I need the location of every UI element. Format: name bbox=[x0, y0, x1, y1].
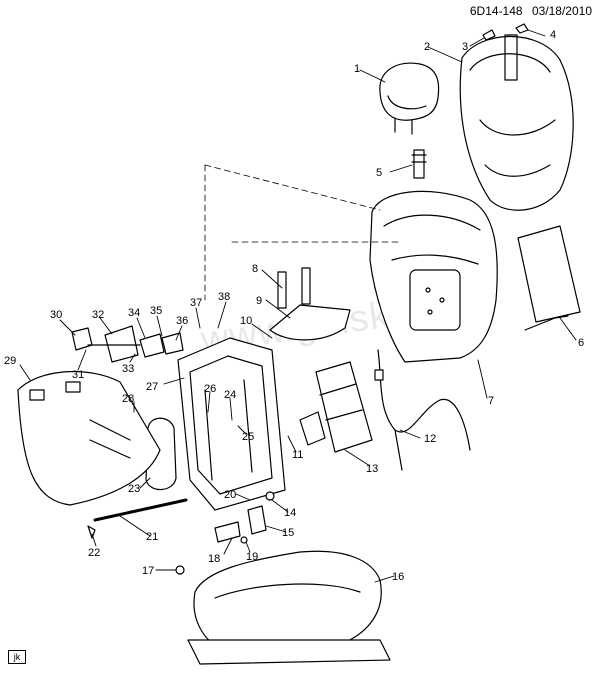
callout-34: 34 bbox=[128, 307, 140, 319]
callout-18: 18 bbox=[208, 553, 220, 565]
callout-36: 36 bbox=[176, 315, 188, 327]
alignment-lines bbox=[204, 164, 401, 301]
recliner-components bbox=[71, 325, 184, 363]
callout-24: 24 bbox=[224, 389, 236, 401]
callout-9: 9 bbox=[256, 295, 262, 307]
callout-7: 7 bbox=[488, 395, 494, 407]
callout-10: 10 bbox=[240, 315, 252, 327]
callout-27: 27 bbox=[146, 381, 158, 393]
callout-20: 20 bbox=[224, 489, 236, 501]
fastener-parts bbox=[87, 525, 185, 575]
callout-21: 21 bbox=[146, 531, 158, 543]
callout-3: 3 bbox=[462, 41, 468, 53]
callout-28: 28 bbox=[122, 393, 134, 405]
lumbar-bracket-part bbox=[269, 267, 351, 341]
lumbar-module-part bbox=[299, 361, 373, 453]
callout-5: 5 bbox=[376, 167, 382, 179]
callout-33: 33 bbox=[122, 363, 134, 375]
back-panel-part bbox=[17, 370, 161, 506]
diagram-id: 6D14-148 bbox=[469, 4, 523, 18]
callout-15: 15 bbox=[282, 527, 294, 539]
callout-19: 19 bbox=[246, 551, 258, 563]
callout-13: 13 bbox=[366, 463, 378, 475]
callout-23: 23 bbox=[128, 483, 140, 495]
seatback-cover-part bbox=[459, 34, 574, 211]
callout-25: 25 bbox=[242, 431, 254, 443]
callout-16: 16 bbox=[392, 571, 404, 583]
diagram-date: 03/18/2010 bbox=[531, 4, 592, 18]
diagram-header: 6D14-148 03/18/2010 bbox=[464, 4, 592, 18]
callout-1: 1 bbox=[354, 63, 360, 75]
callout-12: 12 bbox=[424, 433, 436, 445]
seat-cushion-part bbox=[187, 550, 391, 665]
seatback-pad-part bbox=[369, 190, 498, 363]
leader-lines bbox=[19, 29, 577, 583]
callout-29: 29 bbox=[4, 355, 16, 367]
seat-small-parts bbox=[214, 491, 275, 544]
callout-2: 2 bbox=[424, 41, 430, 53]
callout-38: 38 bbox=[218, 291, 230, 303]
side-bolster-part bbox=[145, 417, 177, 491]
seatback-frame-part bbox=[177, 337, 286, 511]
rod-part bbox=[93, 498, 188, 522]
callout-4: 4 bbox=[550, 29, 556, 41]
callout-31: 31 bbox=[72, 369, 84, 381]
callout-37: 37 bbox=[190, 297, 202, 309]
wiring-harness-part bbox=[374, 349, 471, 471]
callout-8: 8 bbox=[252, 263, 258, 275]
callout-22: 22 bbox=[88, 547, 100, 559]
callout-14: 14 bbox=[284, 507, 296, 519]
callout-35: 35 bbox=[150, 305, 162, 317]
callout-30: 30 bbox=[50, 309, 62, 321]
corner-code-box: jk bbox=[8, 650, 26, 664]
callout-6: 6 bbox=[578, 337, 584, 349]
callout-32: 32 bbox=[92, 309, 104, 321]
callout-17: 17 bbox=[142, 565, 154, 577]
headrest-guide-part bbox=[411, 149, 427, 179]
rear-panel-part bbox=[517, 225, 581, 331]
headrest-part bbox=[379, 62, 440, 135]
corner-code: jk bbox=[13, 652, 21, 662]
callout-11: 11 bbox=[292, 449, 303, 461]
callout-26: 26 bbox=[204, 383, 216, 395]
